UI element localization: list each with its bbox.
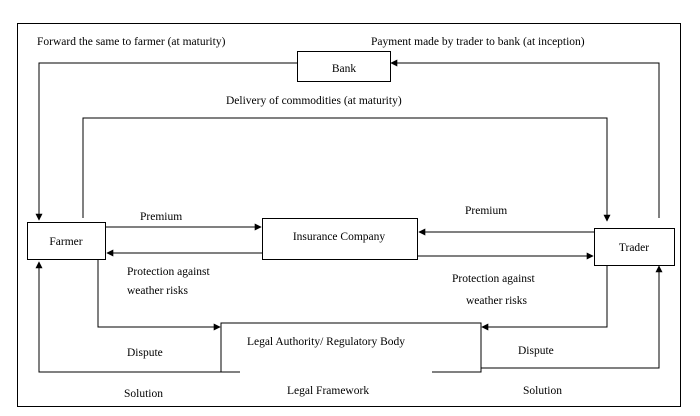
premium-left-label: Premium: [140, 211, 182, 223]
bank-label: Bank: [332, 63, 357, 75]
forward-arrow: [35, 62, 297, 221]
trader-label: Trader: [619, 242, 649, 254]
delivery-label: Delivery of commodities (at maturity): [226, 95, 402, 107]
trader-box: [594, 228, 675, 266]
protection-right-label-1: Protection against: [452, 273, 536, 285]
outer-border: [17, 23, 681, 407]
payment-label: Payment made by trader to bank (at incep…: [371, 36, 585, 48]
protection-left-label-1: Protection against: [127, 266, 211, 278]
solution-right-label: Solution: [523, 385, 562, 397]
solution-left-label: Solution: [124, 388, 163, 400]
insurance-label: Insurance Company: [293, 231, 386, 243]
legal-framework-label: Legal Framework: [287, 385, 369, 397]
forward-label: Forward the same to farmer (at maturity): [37, 36, 226, 48]
dispute-right-arrow: [481, 265, 608, 331]
farmer-label: Farmer: [49, 236, 82, 248]
dispute-left-label: Dispute: [127, 347, 163, 359]
solution-right-arrow: [481, 265, 663, 369]
farmer-box: [27, 222, 106, 260]
delivery-arrow: [82, 117, 611, 222]
protection-right-label-2: weather risks: [466, 295, 528, 307]
dispute-left-arrow: [97, 260, 221, 331]
legal-box: [220, 322, 482, 373]
premium-right-label: Premium: [465, 205, 507, 217]
bank-box: [297, 51, 391, 82]
insurance-box: [262, 218, 418, 260]
solution-left-arrow: [35, 261, 221, 373]
payment-arrow: [390, 59, 660, 218]
dispute-right-label: Dispute: [518, 345, 554, 357]
protection-left-label-2: weather risks: [127, 285, 189, 297]
legal-authority-label: Legal Authority/ Regulatory Body: [247, 336, 405, 348]
